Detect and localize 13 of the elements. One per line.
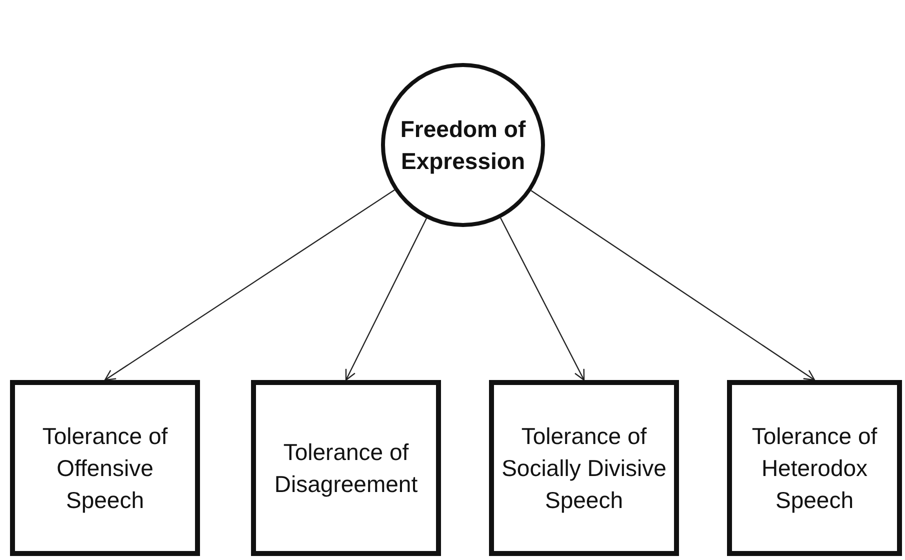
node-label: Tolerance of Disagreement <box>273 438 419 499</box>
concept-box <box>727 380 902 556</box>
concept-box <box>10 380 200 556</box>
arrow <box>345 218 427 381</box>
node-label: Tolerance of Offensive Speech <box>41 422 169 516</box>
concept-box <box>251 380 441 556</box>
node-label: Tolerance of Heterodox Speech <box>750 422 878 516</box>
arrow <box>530 190 816 381</box>
arrow <box>500 218 585 381</box>
node-label: Tolerance of Socially Divisive Speech <box>500 422 668 516</box>
node-label: Freedom of Expression <box>399 114 527 176</box>
arrow <box>104 190 395 381</box>
concept-box <box>489 380 679 556</box>
